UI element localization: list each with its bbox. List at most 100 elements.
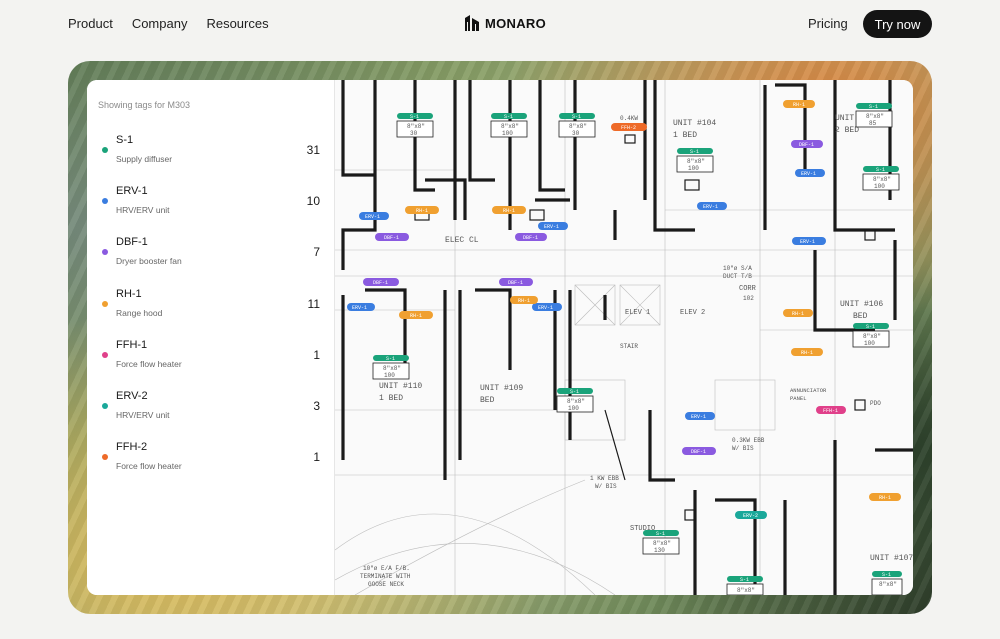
svg-text:8"x8": 8"x8" [879,581,897,588]
svg-text:FFH-1: FFH-1 [823,408,838,414]
svg-text:30: 30 [572,130,580,137]
tag-item-ffh-1[interactable]: FFH-1 Force flow heater 1 [87,337,334,388]
svg-text:RH-1: RH-1 [416,208,428,214]
tag-item-erv-1[interactable]: ERV-1 HRV/ERV unit 10 [87,183,334,234]
erv1-tag[interactable]: ERV-1 [792,237,826,245]
svg-text:ERV-1: ERV-1 [365,214,380,220]
tag-item-ffh-2[interactable]: FFH-2 Force flow heater 1 [87,439,334,490]
s1-tag[interactable]: S-1 8"x8" [871,571,903,595]
svg-text:ERV-2: ERV-2 [743,513,758,519]
svg-text:S-1: S-1 [866,324,875,330]
floor-plan-canvas[interactable]: UNIT #104 1 BED UNIT 2 BED ELEC CL 0.4KW… [334,80,913,595]
tag-item-rh-1[interactable]: RH-1 Range hood 11 [87,286,334,337]
rh1-tag[interactable]: RH-1 [399,311,433,319]
brand-logo[interactable]: MONARO [464,14,546,32]
tag-count: 10 [306,194,320,209]
s1-tag[interactable]: S-1 8"x8" 100 [862,166,900,191]
svg-text:ERV-1: ERV-1 [544,224,559,230]
nav-links: Product Company Resources [68,16,269,32]
svg-text:S-1: S-1 [869,104,878,110]
dbf1-tag[interactable]: DBF-1 [515,233,547,241]
ffh2-tag[interactable]: FFH-2 [611,123,647,131]
svg-text:UNIT #104: UNIT #104 [673,119,716,128]
tag-color-dot [102,351,108,358]
svg-text:BED: BED [853,312,868,321]
s1-tag[interactable]: S-1 8"x8" 100 [852,323,890,348]
svg-text:8"x8": 8"x8" [501,123,519,130]
tag-item-dbf-1[interactable]: DBF-1 Dryer booster fan 7 [87,234,334,285]
rh1-tag[interactable]: RH-1 [510,296,538,304]
s1-tag[interactable]: S-1 8"x8" 130 [642,530,680,555]
svg-text:1 KW EBB: 1 KW EBB [590,475,619,482]
svg-text:RH-1: RH-1 [518,298,530,304]
svg-text:102: 102 [743,295,754,302]
svg-text:8"x8": 8"x8" [653,540,671,547]
tag-count: 11 [307,296,320,311]
svg-text:RH-1: RH-1 [792,311,804,317]
rh1-tag[interactable]: RH-1 [791,348,823,356]
erv1-tag[interactable]: ERV-1 [347,303,375,311]
s1-tag[interactable]: S-1 8"x8" 30 [558,113,596,138]
svg-text:1 BED: 1 BED [379,394,403,403]
s1-tag[interactable]: S-1 8"x8" 100 [490,113,528,138]
svg-text:8"x8": 8"x8" [567,398,585,405]
rh1-tag[interactable]: RH-1 [492,206,526,214]
s1-tag[interactable]: S-1 8"x8" 85 [855,103,893,128]
tag-sidebar: Showing tags for M303 S-1 Supply diffuse… [87,80,334,595]
s1-tag[interactable]: S-1 8"x8" 30 [396,113,434,138]
dbf1-tag[interactable]: DBF-1 [375,233,409,241]
s1-tag[interactable]: S-1 8"x8" 100 [676,148,714,173]
nav-link-resources[interactable]: Resources [206,16,269,31]
svg-text:S-1: S-1 [570,389,579,395]
try-now-button[interactable]: Try now [863,10,932,38]
s1-tag[interactable]: S-1 8"x8" 100 [556,388,594,413]
svg-text:UNIT #110: UNIT #110 [379,382,422,391]
s1-tag[interactable]: S-1 8"x8" [726,576,764,595]
erv1-tag[interactable]: ERV-1 [538,222,568,230]
tag-code: FFH-2 [116,441,148,454]
erv1-tag[interactable]: ERV-1 [685,412,715,420]
svg-text:S-1: S-1 [690,149,699,155]
dbf1-tag[interactable]: DBF-1 [363,278,399,286]
rh1-tag[interactable]: RH-1 [869,493,901,501]
dbf1-tag[interactable]: DBF-1 [499,278,533,286]
floor-plan-drawing: UNIT #104 1 BED UNIT 2 BED ELEC CL 0.4KW… [335,80,913,595]
erv1-tag[interactable]: ERV-1 [532,303,562,311]
rh1-tag[interactable]: RH-1 [405,206,439,214]
erv2-tag[interactable]: ERV-2 [735,511,767,519]
svg-text:UNIT #109: UNIT #109 [480,384,523,393]
plan-labels: UNIT #104 1 BED UNIT 2 BED ELEC CL 0.4KW… [360,114,913,588]
svg-text:ELEC CL: ELEC CL [445,236,479,245]
svg-text:10"ø S/A: 10"ø S/A [723,265,752,272]
erv1-tag[interactable]: ERV-1 [697,202,727,210]
plan-duct-lines [341,80,913,595]
top-nav: Product Company Resources MONARO Pricing… [0,0,1000,48]
svg-text:DBF-1: DBF-1 [384,235,399,241]
dbf1-tag[interactable]: DBF-1 [682,447,716,455]
app-preview-card: Showing tags for M303 S-1 Supply diffuse… [87,80,913,595]
nav-link-product[interactable]: Product [68,16,113,31]
svg-text:ERV-1: ERV-1 [691,414,706,420]
nav-link-pricing[interactable]: Pricing [808,16,848,31]
svg-text:DBF-1: DBF-1 [691,449,706,455]
svg-text:FFH-2: FFH-2 [621,125,636,131]
ffh1-tag[interactable]: FFH-1 [816,406,846,414]
svg-text:GOOSE NECK: GOOSE NECK [368,581,404,588]
erv1-tag[interactable]: ERV-1 [359,212,389,220]
rh1-tag[interactable]: RH-1 [783,100,815,108]
tag-item-erv-2[interactable]: ERV-2 HRV/ERV unit 3 [87,388,334,439]
svg-text:S-1: S-1 [876,167,885,173]
svg-text:STAIR: STAIR [620,343,638,350]
s1-tag[interactable]: S-1 8"x8" 100 [372,355,410,380]
tag-code: FFH-1 [116,338,148,351]
svg-text:DBF-1: DBF-1 [523,235,538,241]
tag-color-dot [102,300,108,307]
erv1-tag[interactable]: ERV-1 [795,169,825,177]
rh1-tag[interactable]: RH-1 [783,309,813,317]
dbf1-tag[interactable]: DBF-1 [791,140,823,148]
tag-description: Force flow heater [116,461,182,472]
tag-item-s-1[interactable]: S-1 Supply diffuser 31 [87,132,334,183]
svg-text:UNIT #107: UNIT #107 [870,554,913,563]
svg-text:100: 100 [688,165,699,172]
nav-link-company[interactable]: Company [131,16,188,31]
